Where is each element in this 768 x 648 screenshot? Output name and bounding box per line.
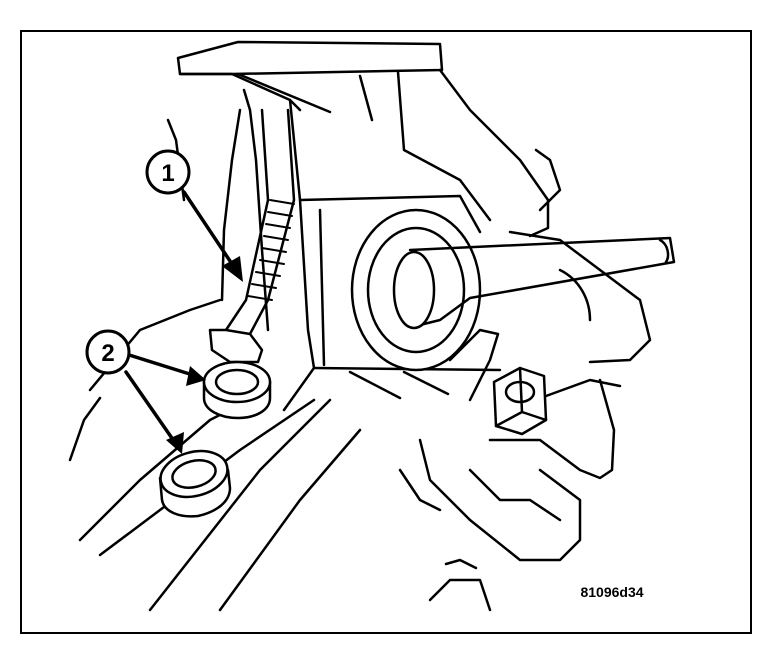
fastener-nut (448, 328, 622, 436)
callout-2: 2 (85, 329, 131, 375)
wire-harness (208, 108, 296, 364)
leader-arrows (124, 190, 238, 446)
mounting-flange (176, 40, 550, 238)
rubber-isolator-lower (158, 449, 232, 518)
arrowhead-2a (186, 366, 206, 386)
figure-id: 81096d34 (580, 584, 643, 600)
pivot-shaft (350, 208, 676, 372)
arrowhead-1 (222, 256, 243, 282)
rubber-isolator-upper (202, 360, 272, 420)
lower-housing (398, 148, 652, 612)
arrowhead-2b (166, 432, 184, 454)
callout-2-label: 2 (101, 340, 114, 367)
callout-1-label: 1 (161, 160, 174, 187)
callout-1: 1 (145, 149, 191, 195)
